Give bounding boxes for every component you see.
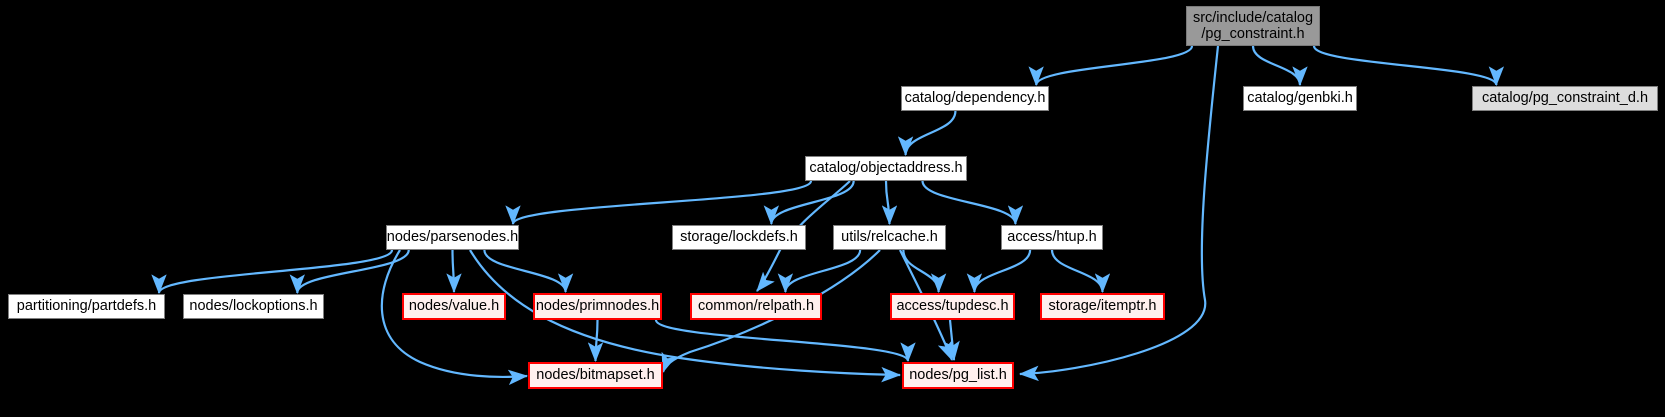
node-label: utils/relcache.h bbox=[841, 229, 938, 246]
node-label: common/relpath.h bbox=[697, 298, 815, 315]
node-label: catalog/dependency.h bbox=[904, 90, 1046, 107]
node-label: nodes/bitmapset.h bbox=[536, 367, 655, 384]
node-label: partitioning/partdefs.h bbox=[16, 298, 157, 315]
node-label: access/tupdesc.h bbox=[896, 298, 1009, 315]
node-nodes-parsenodes-h[interactable]: nodes/parsenodes.h bbox=[386, 225, 519, 250]
node-label: catalog/objectaddress.h bbox=[809, 160, 963, 177]
node-catalog-pg-constraint-d-h[interactable]: catalog/pg_constraint_d.h bbox=[1472, 86, 1658, 111]
node-label: storage/itemptr.h bbox=[1048, 298, 1157, 315]
node-label: nodes/lockoptions.h bbox=[189, 298, 318, 315]
node-nodes-primnodes-h[interactable]: nodes/primnodes.h bbox=[533, 293, 662, 320]
node-catalog-dependency-h[interactable]: catalog/dependency.h bbox=[901, 86, 1049, 111]
node-partitioning-partdefs-h[interactable]: partitioning/partdefs.h bbox=[8, 294, 165, 319]
node-nodes-pg-list-h[interactable]: nodes/pg_list.h bbox=[902, 362, 1014, 389]
node-catalog-objectaddress-h[interactable]: catalog/objectaddress.h bbox=[805, 156, 967, 181]
node-storage-itemptr-h[interactable]: storage/itemptr.h bbox=[1040, 293, 1165, 320]
node-access-htup-h[interactable]: access/htup.h bbox=[1001, 225, 1103, 250]
node-catalog-genbki-h[interactable]: catalog/genbki.h bbox=[1243, 86, 1357, 111]
node-label: nodes/parsenodes.h bbox=[386, 229, 519, 246]
node-nodes-bitmapset-h[interactable]: nodes/bitmapset.h bbox=[528, 362, 663, 389]
node-nodes-value-h[interactable]: nodes/value.h bbox=[402, 293, 506, 320]
node-label: nodes/pg_list.h bbox=[909, 367, 1007, 384]
node-label: src/include/catalog /pg_constraint.h bbox=[1192, 9, 1314, 42]
node-label: catalog/pg_constraint_d.h bbox=[1481, 90, 1649, 107]
node-src-include-catalog-pg-constraint-h[interactable]: src/include/catalog /pg_constraint.h bbox=[1186, 6, 1320, 46]
node-storage-lockdefs-h[interactable]: storage/lockdefs.h bbox=[672, 225, 806, 250]
node-label: storage/lockdefs.h bbox=[680, 229, 798, 246]
node-label: access/htup.h bbox=[1007, 229, 1097, 246]
node-nodes-lockoptions-h[interactable]: nodes/lockoptions.h bbox=[183, 294, 324, 319]
node-label: nodes/value.h bbox=[408, 298, 500, 315]
node-utils-relcache-h[interactable]: utils/relcache.h bbox=[833, 225, 946, 250]
node-access-tupdesc-h[interactable]: access/tupdesc.h bbox=[890, 293, 1015, 320]
node-common-relpath-h[interactable]: common/relpath.h bbox=[690, 293, 822, 320]
node-label: nodes/primnodes.h bbox=[535, 298, 660, 315]
node-label: catalog/genbki.h bbox=[1247, 90, 1353, 107]
